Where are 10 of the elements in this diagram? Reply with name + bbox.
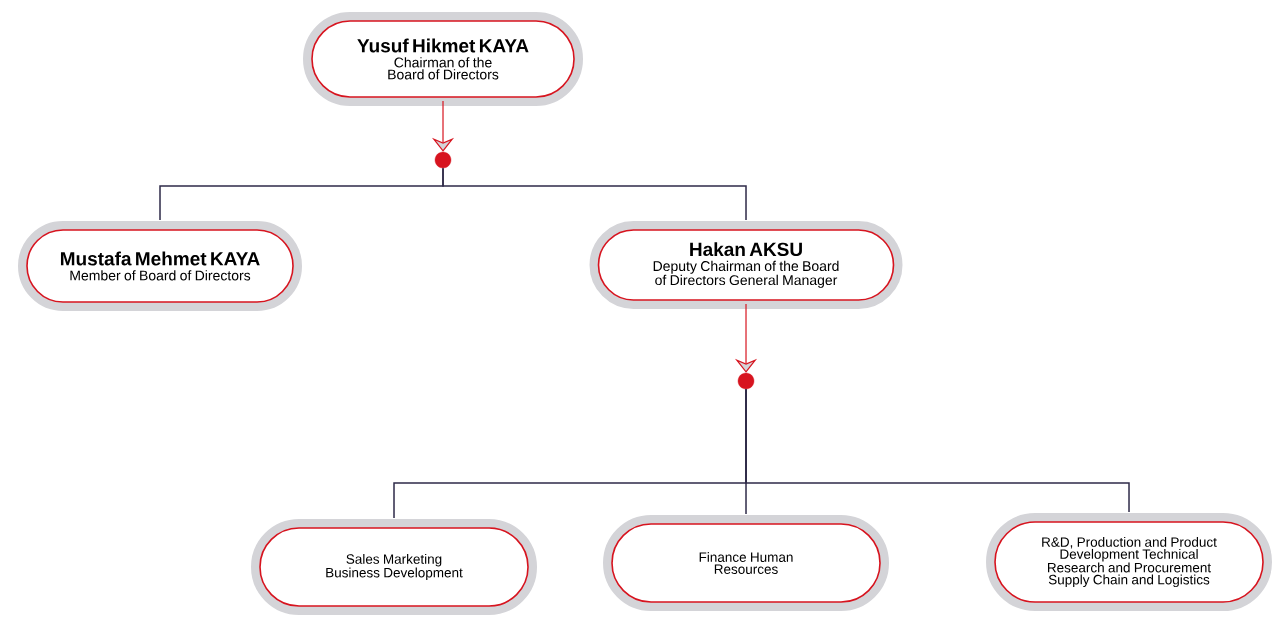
connector-line [745,388,1130,513]
person-card: Mustafa Mehmet KAYA Member of Board of Directors [18,221,302,311]
junction-dot [737,372,755,390]
department-card: Sales Marketing Business Development [251,519,537,615]
person-card: Hakan AKSU Deputy Chairman of the Board of Directors General Manager [589,221,903,309]
junction-dot [434,151,452,169]
person-card: Yusuf Hikmet KAYA Chairman of the Board of Directors [303,12,583,106]
department-card: R&D, Production and Product Development Technical Research and Procurement Supply Chain and Logistics [986,513,1272,611]
department-card: Finance Human Resources [603,515,889,611]
connector-line [442,167,747,221]
